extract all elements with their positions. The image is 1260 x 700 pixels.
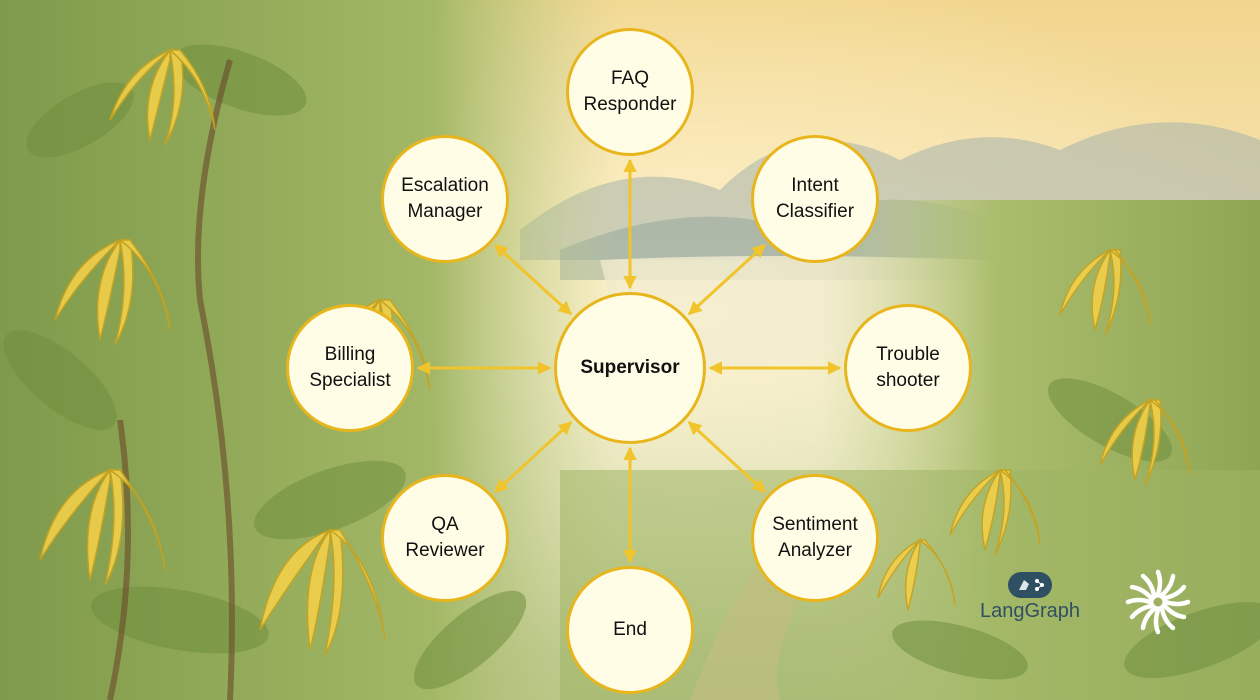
node-trouble-shooter[interactable]: Trouble shooter (844, 304, 972, 432)
node-billing-specialist[interactable]: Billing Specialist (286, 304, 414, 432)
langgraph-parrot-icon (1008, 572, 1052, 598)
node-sentiment-analyzer[interactable]: Sentiment Analyzer (751, 474, 879, 602)
edge-supervisor-qa (494, 421, 573, 494)
node-end[interactable]: End (566, 566, 694, 694)
langgraph-logo: LangGraph (968, 572, 1092, 632)
node-intent-classifier[interactable]: Intent Classifier (751, 135, 879, 263)
node-label: End (613, 619, 647, 640)
node-label: QA Reviewer (405, 514, 485, 561)
node-label: FAQ Responder (583, 68, 677, 115)
node-label: Billing Specialist (309, 344, 391, 391)
node-label: Trouble shooter (876, 344, 940, 391)
node-faq-responder[interactable]: FAQ Responder (566, 28, 694, 156)
node-label: Sentiment Analyzer (772, 514, 858, 561)
supervisor-node[interactable]: Supervisor (554, 292, 706, 444)
node-label: Escalation Manager (401, 175, 489, 222)
edge-supervisor-sentiment (687, 421, 766, 494)
node-label: Intent Classifier (775, 175, 855, 222)
edge-supervisor-intent (688, 243, 766, 316)
supervisor-label: Supervisor (580, 357, 680, 378)
node-escalation-manager[interactable]: Escalation Manager (381, 135, 509, 263)
langgraph-wordmark: LangGraph (979, 600, 1081, 622)
node-qa-reviewer[interactable]: QA Reviewer (381, 474, 509, 602)
edge-supervisor-escalation (494, 243, 572, 316)
ylang-flower-icon (1124, 568, 1192, 636)
